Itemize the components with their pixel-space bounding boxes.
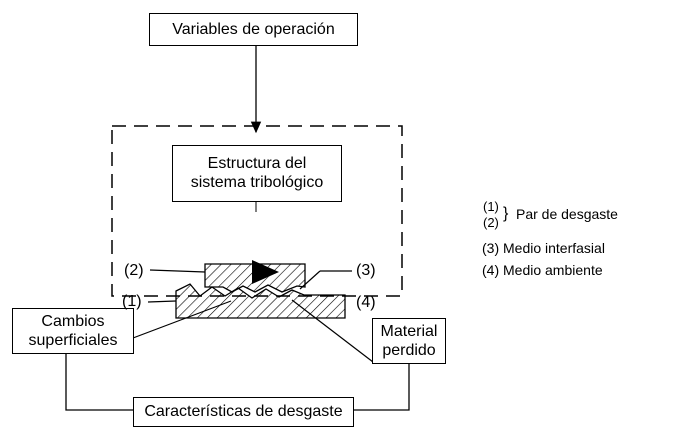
cambios-to-caracteristicas bbox=[65, 354, 133, 411]
variables-label: Variables de operación bbox=[172, 21, 335, 38]
cambios-connector bbox=[132, 300, 232, 339]
leader-1 bbox=[147, 300, 177, 303]
cambios-line2: superficiales bbox=[28, 332, 118, 349]
caracteristicas-box: Características de desgaste bbox=[133, 397, 354, 427]
legend-par: Par de desgaste bbox=[516, 206, 618, 222]
legend-1-num: (1) bbox=[483, 199, 499, 214]
upper-body bbox=[204, 263, 306, 293]
label-2: (2) bbox=[124, 262, 144, 279]
material-box: Material perdido bbox=[372, 318, 446, 364]
cambios-line1: Cambios bbox=[41, 313, 105, 330]
label-3: (3) bbox=[356, 262, 376, 279]
label-1: (1) bbox=[122, 293, 142, 310]
legend-brace: } bbox=[503, 205, 509, 222]
caracteristicas-label: Características de desgaste bbox=[144, 403, 343, 420]
estructura-box: Estructura del sistema tribológico bbox=[172, 145, 342, 202]
label-4: (4) bbox=[356, 294, 376, 311]
material-line1: Material bbox=[380, 323, 438, 340]
legend-3: (3) Medio interfasial bbox=[482, 240, 605, 256]
estructura-line2: sistema tribológico bbox=[190, 174, 324, 191]
legend-4: (4) Medio ambiente bbox=[482, 262, 603, 278]
legend-2-num: (2) bbox=[483, 215, 499, 230]
material-to-caracteristicas bbox=[354, 364, 410, 411]
material-line2: perdido bbox=[382, 342, 436, 359]
lower-body bbox=[175, 283, 346, 319]
variables-box: Variables de operación bbox=[149, 13, 358, 46]
cambios-box: Cambios superficiales bbox=[12, 308, 134, 354]
leader-3 bbox=[299, 270, 321, 290]
leader-2 bbox=[149, 269, 206, 273]
material-connector bbox=[291, 299, 374, 363]
estructura-line1: Estructura del bbox=[207, 155, 307, 172]
